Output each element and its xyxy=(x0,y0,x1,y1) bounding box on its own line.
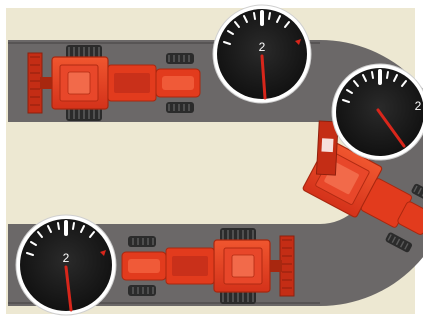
gauge-bottom: 2 xyxy=(16,215,116,315)
gauge-label: 2 xyxy=(63,251,70,265)
gauge-label: 2 xyxy=(415,99,422,113)
gauge-right: 2 xyxy=(332,64,423,160)
gauge-top: 2 xyxy=(213,5,311,103)
gauge-label: 2 xyxy=(259,40,266,54)
